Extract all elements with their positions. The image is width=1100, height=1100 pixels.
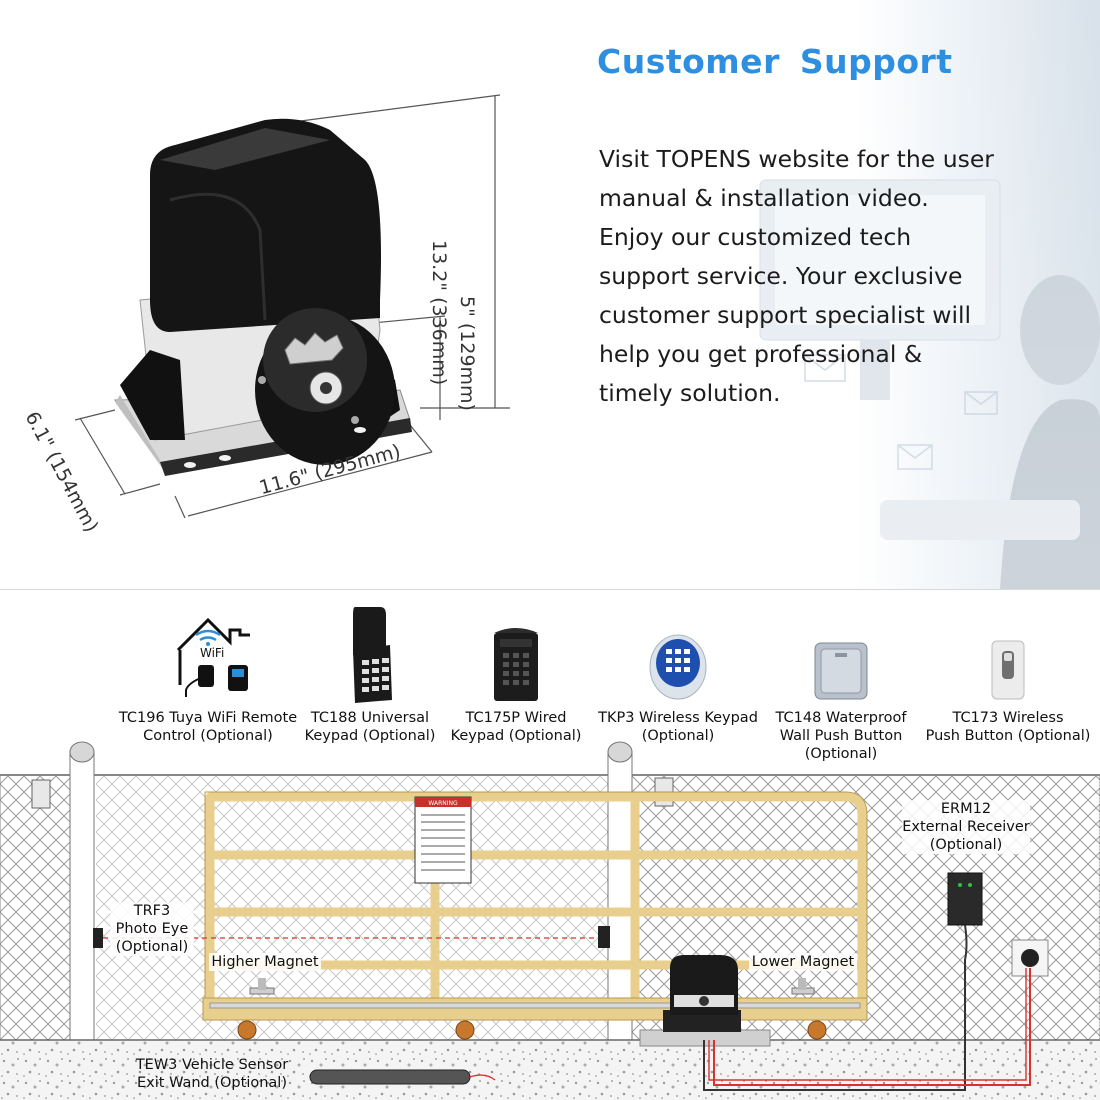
support-line: manual & installation video. (599, 184, 929, 212)
accessory-label: Wall Push Button (779, 728, 903, 744)
accessory-label: Push Button (Optional) (925, 728, 1091, 744)
accessory-label: TKP3 Wireless Keypad (598, 710, 758, 726)
support-line: support service. Your exclusive (599, 262, 963, 290)
accessory-wired-keypad: TC175P Wired Keypad (Optional) (446, 605, 586, 745)
support-line: timely solution. (599, 379, 781, 407)
receiver-label-line: (Optional) (929, 837, 1003, 853)
accessory-label: (Optional) (804, 746, 878, 762)
receiver-label: ERM12 External Receiver (Optional) (902, 800, 1030, 854)
photo-eye-label-line: (Optional) (115, 939, 189, 955)
section-divider (0, 589, 1100, 590)
accessory-label: (Optional) (641, 728, 715, 744)
accessory-label: TC188 Universal (310, 710, 430, 726)
top-section (560, 0, 1100, 590)
office-background-image (560, 0, 1100, 590)
accessory-universal-keypad: TC188 Universal Keypad (Optional) (300, 605, 440, 745)
gate-installation-diagram: WARNING (0, 741, 1100, 1100)
support-line: customer support specialist will (599, 301, 972, 329)
accessory-label: Control (Optional) (143, 728, 273, 744)
wired-keypad-icon (494, 628, 538, 701)
accessory-wireless-keypad: TKP3 Wireless Keypad (Optional) (597, 605, 759, 745)
wifi-house-icon: WiFi (176, 617, 250, 697)
vehicle-sensor-label-line: TEW3 Vehicle Sensor (135, 1057, 289, 1073)
vehicle-sensor-label: TEW3 Vehicle Sensor Exit Wand (Optional) (134, 1056, 290, 1092)
accessory-wall-push-button: TC148 Waterproof Wall Push Button (Optio… (770, 605, 912, 763)
accessory-label: TC175P Wired (465, 710, 567, 726)
support-line: help you get professional & (599, 340, 923, 368)
accessory-label: TC148 Waterproof (775, 710, 907, 726)
support-description: Visit TOPENS website for the user manual… (599, 140, 1029, 413)
height-dimension-label: 13.2" (336mm) (428, 240, 450, 386)
lower-magnet-label: Lower Magnet (749, 953, 857, 971)
gate-opener-motor-image (74, 94, 510, 519)
receiver-label-line: External Receiver (902, 819, 1030, 835)
accessory-label: Keypad (Optional) (304, 728, 436, 744)
gear-height-dimension-label: 5" (129mm) (456, 296, 478, 411)
support-line: Visit TOPENS website for the user (599, 145, 994, 173)
keypad-icon (353, 607, 392, 703)
support-line: Enjoy our customized tech (599, 223, 912, 251)
warning-sign-label: WARNING (428, 800, 458, 807)
accessory-wifi-remote: WiFi TC196 Tuya WiFi Remote Control (Opt… (118, 605, 298, 745)
photo-eye-label: TRF3 Photo Eye (Optional) (110, 902, 194, 956)
wifi-label: WiFi (200, 646, 224, 660)
photo-eye-label-line: Photo Eye (115, 921, 189, 937)
accessory-label: Keypad (Optional) (450, 728, 582, 744)
doorbell-button-icon (991, 640, 1025, 700)
receiver-label-line: ERM12 (940, 801, 992, 817)
page-title: Customer Support (597, 42, 953, 81)
higher-magnet-label: Higher Magnet (209, 953, 321, 971)
vehicle-sensor-label-line: Exit Wand (Optional) (137, 1075, 287, 1091)
accessory-wireless-push-button: TC173 Wireless Push Button (Optional) (922, 605, 1094, 745)
photo-eye-label-line: TRF3 (133, 903, 171, 919)
accessory-label: TC196 Tuya WiFi Remote (118, 710, 298, 726)
wireless-keypad-icon (649, 634, 707, 700)
push-button-box-icon (814, 642, 868, 700)
accessory-label: TC173 Wireless (952, 710, 1064, 726)
